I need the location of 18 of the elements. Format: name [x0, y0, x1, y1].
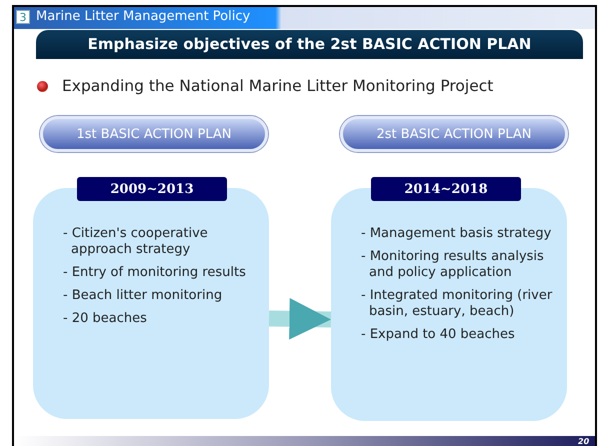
- list-item: - Monitoring results analysis and policy application: [361, 249, 545, 281]
- period-label: 2014~2018: [371, 177, 521, 201]
- list-item: - 20 beaches: [63, 311, 148, 327]
- list-item: - Entry of monitoring results: [63, 265, 247, 281]
- plan-button: 1st BASIC ACTION PLAN: [40, 116, 268, 152]
- title-banner: Emphasize objectives of the 2st BASIC ACTION PLAN: [36, 30, 583, 59]
- plan-button: 2st BASIC ACTION PLAN: [340, 116, 568, 152]
- arrow: [268, 298, 332, 340]
- section-heading: Marine Litter Management Policy: [36, 9, 250, 24]
- list-item: - Integrated monitoring (river basin, estuary, beach): [361, 288, 553, 320]
- list-item: - Expand to 40 beaches: [361, 327, 516, 343]
- page-number: 20: [578, 437, 590, 446]
- bullet-text: Expanding the National Marine Litter Monitoring Project: [62, 77, 494, 95]
- list-item: - Management basis strategy: [361, 226, 552, 242]
- period-label: 2009~2013: [77, 177, 227, 201]
- section-number: 3: [16, 10, 30, 24]
- list-item: - Beach litter monitoring: [63, 288, 224, 304]
- list-item: - Citizen's cooperative approach strategy: [63, 226, 209, 258]
